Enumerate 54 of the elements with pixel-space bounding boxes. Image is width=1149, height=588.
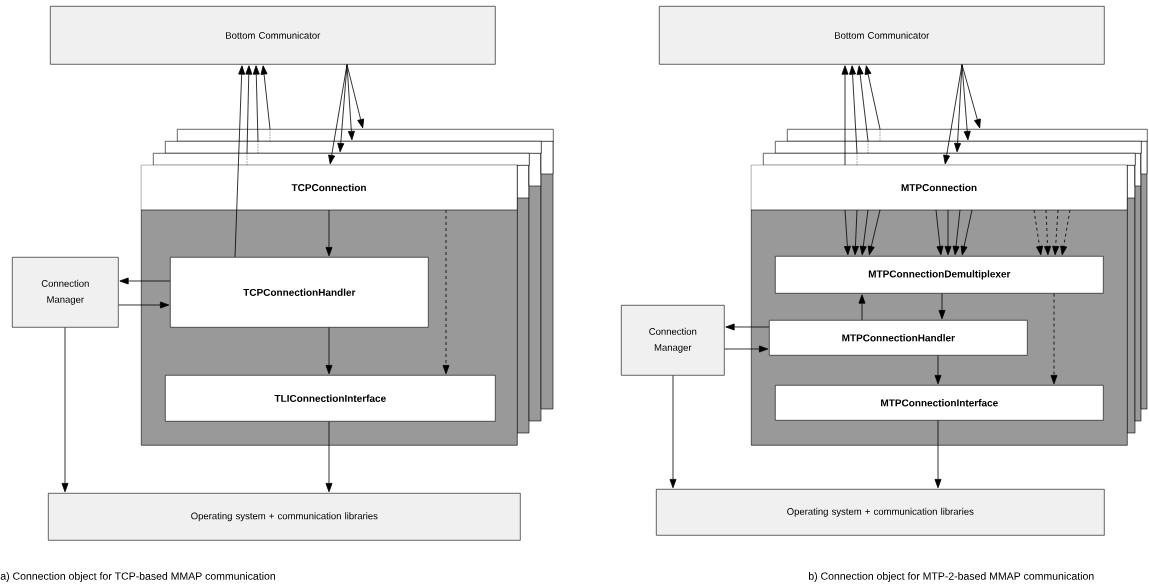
arrow xyxy=(1050,293,1058,385)
arrow xyxy=(346,64,365,129)
arrow xyxy=(841,65,849,166)
arrow xyxy=(1052,209,1060,256)
arrow xyxy=(867,209,881,256)
component-box: TCPConnectionHandler xyxy=(170,257,429,328)
arrow xyxy=(859,209,869,256)
arrow xyxy=(952,209,961,256)
arrow xyxy=(1044,209,1051,256)
arrow xyxy=(934,420,942,489)
arrow xyxy=(864,65,881,130)
arrow xyxy=(252,65,260,142)
caption-text: a) Connection object for TCP-based MMAP communication xyxy=(0,572,276,582)
arrow xyxy=(858,294,866,321)
process-box: Connection Manager xyxy=(12,257,119,328)
arrow xyxy=(954,64,963,153)
arrow xyxy=(260,65,271,130)
process-box: Bottom Communicator xyxy=(659,6,1105,65)
arrow xyxy=(944,209,952,256)
process-box: Connection Manager xyxy=(621,305,725,376)
arrow xyxy=(325,209,333,257)
arrow xyxy=(118,301,170,309)
arrow xyxy=(346,64,355,141)
arrow xyxy=(935,209,944,256)
arrow xyxy=(325,327,333,375)
arrow xyxy=(724,345,769,353)
arrow xyxy=(1033,209,1043,256)
arrow xyxy=(442,209,450,375)
component-box: TLIConnectionInterface xyxy=(165,375,496,422)
arrow xyxy=(856,65,869,142)
process-box: Operating system + communication libraries xyxy=(48,493,521,541)
caption-text: b) Connection object for MTP-2-based MMAP communication xyxy=(809,572,1094,582)
arrow xyxy=(325,421,333,493)
arrow xyxy=(960,209,973,256)
arrow xyxy=(61,327,69,493)
arrow xyxy=(843,209,851,256)
arrow xyxy=(669,375,677,489)
arrow xyxy=(934,355,942,385)
arrow xyxy=(725,323,770,331)
component-box: MTPConnectionDemultiplexer xyxy=(775,256,1104,294)
arrow xyxy=(961,64,971,141)
component-box: MTPConnectionInterface xyxy=(775,385,1104,421)
arrow xyxy=(337,64,348,153)
component-box: MTPConnectionHandler xyxy=(769,320,1028,356)
arrow xyxy=(119,277,171,285)
arrow xyxy=(961,64,981,129)
arrow xyxy=(234,65,246,258)
arrow xyxy=(852,209,859,256)
process-box: Operating system + communication libraries xyxy=(656,489,1105,536)
arrow xyxy=(938,293,946,320)
arrow xyxy=(849,65,858,154)
arrow xyxy=(245,65,253,154)
arrow xyxy=(1060,209,1071,256)
process-box: Bottom Communicator xyxy=(50,6,496,65)
